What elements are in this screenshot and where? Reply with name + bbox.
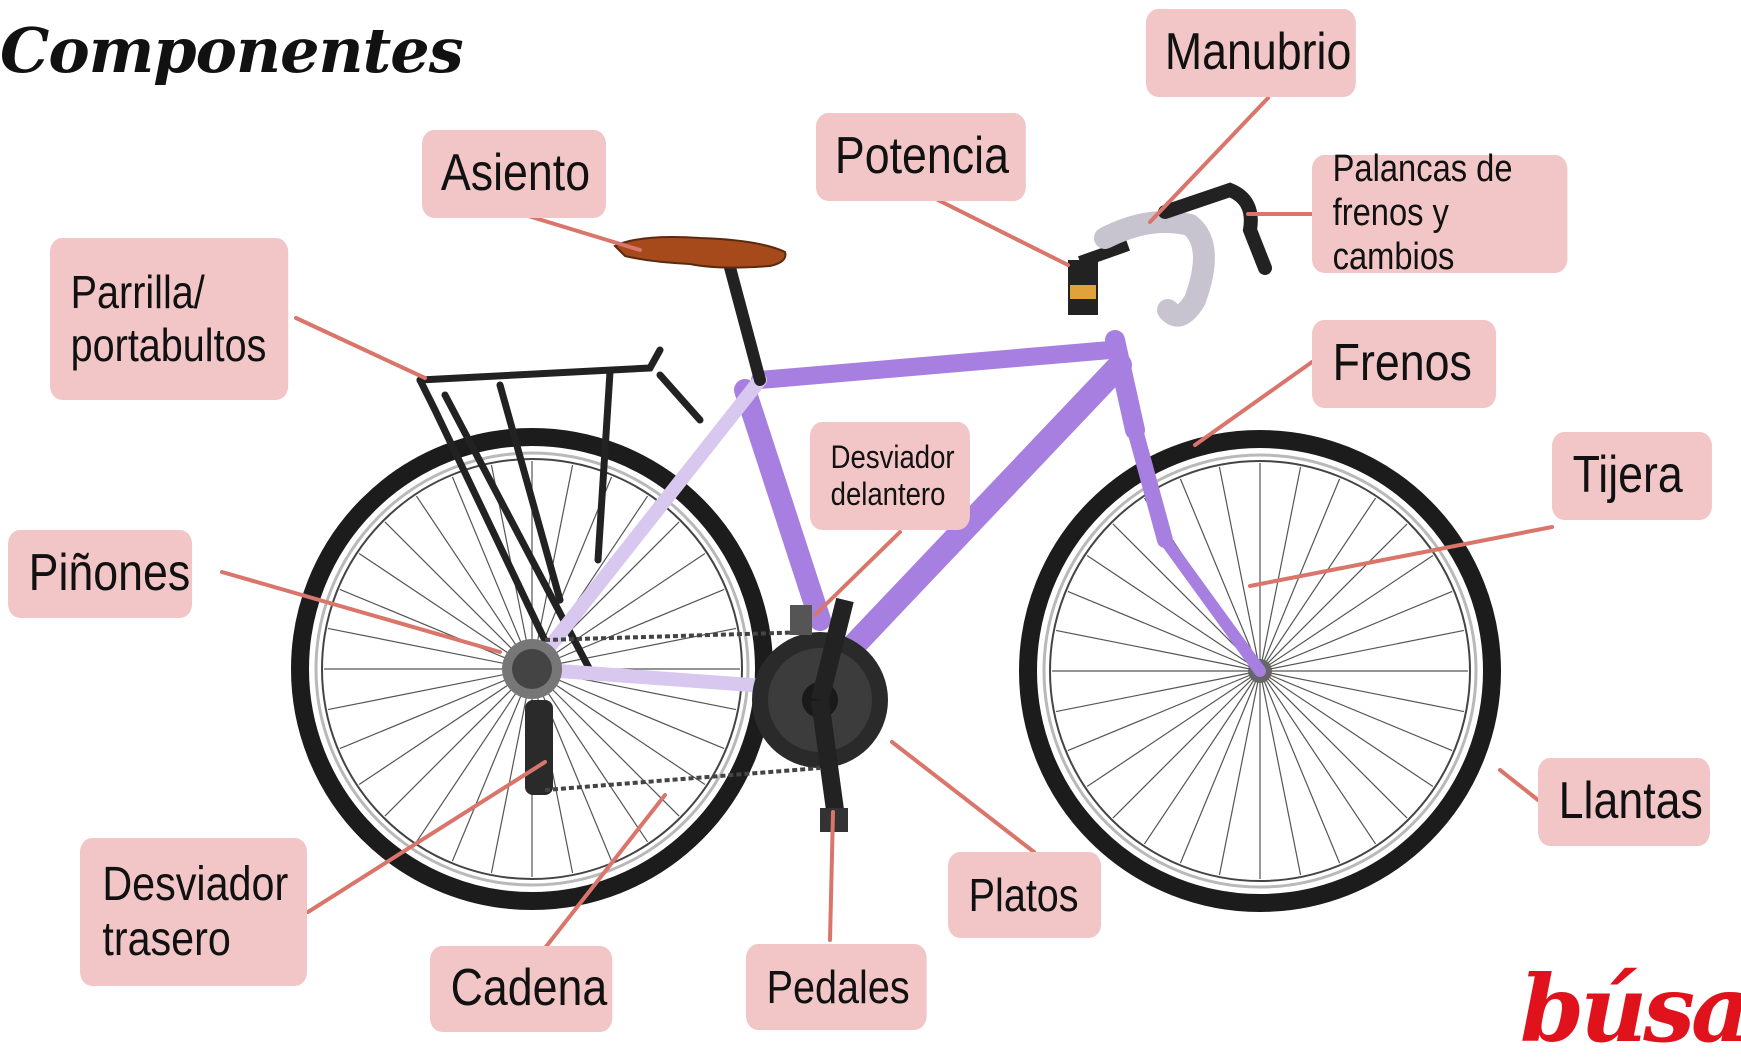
label-desviador-delantero-line1: Desviador [830, 439, 955, 476]
spoke [1112, 670, 1261, 819]
saddle [613, 236, 787, 269]
spoke [1259, 590, 1453, 672]
spoke [1086, 554, 1261, 672]
front-wheel [1019, 430, 1501, 912]
spoke [531, 627, 737, 670]
label-asiento-text: Asiento [440, 144, 591, 203]
leader-lines [220, 96, 1554, 950]
spoke [490, 668, 533, 874]
label-tijera-text: Tijera [1572, 446, 1683, 505]
spoke [1143, 670, 1261, 845]
spoke [1179, 670, 1261, 864]
spoke [415, 495, 533, 670]
stem [1068, 239, 1131, 315]
label-desviador-delantero: Desviador delantero [810, 422, 970, 530]
spoke [1259, 670, 1434, 788]
label-desviador-trasero: Desviador trasero [80, 838, 308, 986]
label-parrilla-line2: portabultos [70, 319, 267, 371]
label-potencia: Potencia [816, 113, 1026, 201]
label-parrilla-line1: Parrilla/ [70, 266, 205, 319]
spoke [451, 476, 533, 670]
spoke [531, 668, 680, 817]
front-derailleur [790, 605, 812, 635]
label-pinones: Piñones [8, 530, 193, 618]
label-cadena-text: Cadena [450, 959, 608, 1018]
spoke [384, 521, 533, 670]
spoke [1179, 478, 1261, 672]
rear-derailleur [525, 700, 553, 795]
spoke [1259, 629, 1465, 672]
label-parrilla: Parrilla/ portabultos [50, 238, 289, 400]
spoke [327, 627, 533, 670]
bicycle-diagram [220, 96, 1554, 950]
spoke [531, 668, 706, 786]
label-tijera: Tijera [1552, 432, 1712, 520]
label-palancas-line1: Palancas de [1332, 148, 1513, 191]
spoke [358, 668, 533, 786]
spoke [1259, 670, 1465, 713]
spoke [1259, 497, 1377, 672]
spoke [1259, 670, 1302, 876]
spoke [1055, 670, 1261, 713]
spoke [1259, 523, 1408, 672]
label-desviador-delantero-line2: delantero [830, 476, 946, 512]
spoke [384, 668, 533, 817]
page-title: Componentes [0, 14, 464, 87]
bike-frame [525, 254, 1266, 697]
spoke [1086, 670, 1261, 788]
label-desviador-trasero-line2: trasero [102, 913, 231, 966]
spoke [1067, 590, 1261, 672]
label-pedales: Pedales [746, 944, 927, 1030]
label-palancas-line2: frenos y cambios [1332, 192, 1455, 278]
cassette [502, 639, 562, 699]
spoke [1055, 629, 1261, 672]
label-pinones-text: Piñones [28, 544, 191, 603]
label-llantas: Llantas [1538, 758, 1710, 846]
label-platos: Platos [948, 852, 1102, 938]
spoke [1218, 670, 1261, 876]
spoke [327, 668, 533, 711]
spoke [531, 552, 706, 670]
label-cadena: Cadena [430, 946, 613, 1032]
spoke [1259, 670, 1377, 845]
spoke [1259, 670, 1453, 752]
spoke [531, 668, 649, 843]
label-desviador-trasero-line1: Desviador [102, 857, 289, 911]
spoke [1067, 670, 1261, 752]
spoke [1259, 466, 1302, 672]
spoke [358, 552, 533, 670]
spoke [1218, 466, 1261, 672]
spoke [339, 588, 533, 670]
label-palancas: Palancas de frenos y cambios [1312, 148, 1568, 278]
brand-logo: búsa [1520, 955, 1741, 1063]
handlebar [1094, 182, 1272, 327]
label-asiento: Asiento [422, 130, 607, 218]
label-frenos-text: Frenos [1332, 334, 1472, 393]
spoke [1259, 554, 1434, 672]
label-llantas-text: Llantas [1558, 772, 1703, 831]
spoke [451, 668, 533, 862]
label-manubrio: Manubrio [1146, 9, 1356, 97]
crankset [752, 597, 888, 832]
label-potencia-text: Potencia [834, 127, 1009, 186]
spoke [531, 588, 725, 670]
spoke [1259, 670, 1408, 819]
label-frenos: Frenos [1312, 320, 1497, 408]
spoke [415, 668, 533, 843]
spoke [1259, 670, 1341, 864]
label-manubrio-text: Manubrio [1164, 23, 1352, 82]
chain [544, 630, 821, 792]
label-platos-text: Platos [968, 868, 1079, 921]
spoke [339, 668, 533, 750]
spoke [531, 668, 725, 750]
label-pedales-text: Pedales [766, 960, 910, 1013]
